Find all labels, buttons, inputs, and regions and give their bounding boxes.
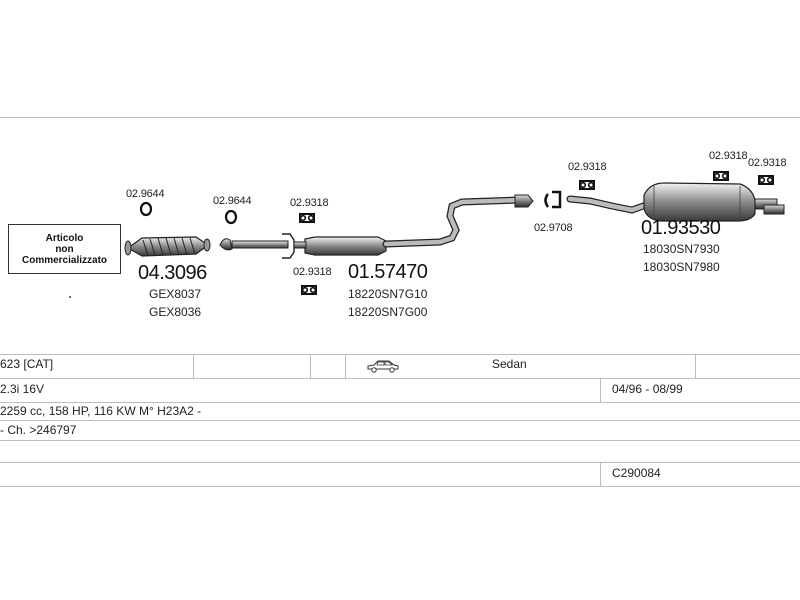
gasket-2-icon[interactable] [224,209,238,225]
table-line-4 [0,420,800,421]
rubber-hanger-5-icon[interactable] [758,175,774,185]
table-line-3 [0,402,800,403]
top-border [0,117,800,118]
row1-divider-3 [345,354,346,378]
sedan-car-icon [366,358,400,379]
badge-line-1: Articolo [45,232,84,244]
rubber-hanger-2-icon[interactable] [301,285,317,295]
body-type-cell: Sedan [492,357,527,371]
rubber-1-code[interactable]: 02.9318 [290,197,329,209]
catalyst-oem-2: GEX8036 [149,305,202,319]
table-line-1 [0,354,800,355]
middle-oem-2: 18220SN7G00 [348,305,428,319]
catalyst-code[interactable]: 04.3096 [138,262,207,284]
rubber-3-code[interactable]: 02.9318 [568,161,607,173]
rear-oem-2: 18030SN7980 [643,260,720,274]
rubber-4-code[interactable]: 02.9318 [709,150,748,162]
gasket-1-icon[interactable] [139,201,153,217]
rear-oem-1: 18030SN7930 [643,242,720,256]
badge-line-2: non [55,243,74,255]
middle-silencer-code[interactable]: 01.57470 [348,261,428,283]
rear-silencer-icon[interactable] [566,182,785,222]
rubber-hanger-4-icon[interactable] [713,171,729,181]
table-line-5 [0,440,800,441]
clamp-icon[interactable] [544,190,562,209]
middle-silencer-icon[interactable] [219,194,534,259]
table-line-2 [0,378,800,379]
row1-divider-4 [695,354,696,378]
gasket-1-code[interactable]: 02.9644 [126,188,165,200]
row2-divider [600,378,601,402]
chassis-cell: - Ch. >246797 [0,423,77,437]
gasket-2-code[interactable]: 02.9644 [213,195,252,207]
engine-cell: 2.3i 16V [0,382,45,396]
middle-oem-1: 18220SN7G10 [348,287,428,301]
table-line-6 [0,462,800,463]
rubber-hanger-3-icon[interactable] [579,180,595,190]
not-sold-badge: Articolo non Commercializzato [8,224,121,274]
badge-line-3: Commercializzato [21,254,108,266]
row1-divider-1 [193,354,194,378]
stray-dot [69,296,71,298]
model-cell: 623 [CAT] [0,357,54,371]
clamp-code[interactable]: 02.9708 [534,222,573,234]
rubber-5-code[interactable]: 02.9318 [748,157,787,169]
exhaust-drawing [69,171,785,298]
catalyst-oem-1: GEX8037 [149,287,202,301]
catalytic-converter-icon[interactable] [124,236,211,257]
years-cell: 04/96 - 08/99 [612,382,683,396]
table-line-7 [0,486,800,487]
row6-divider [600,462,601,486]
exhaust-diagram: Articolo non Commercializzato 02.9644 02… [8,150,787,319]
kit-code-cell[interactable]: C290084 [612,466,661,480]
spec-cell: 2259 cc, 158 HP, 116 KW M° H23A2 - [0,404,202,418]
rubber-hanger-1-icon[interactable] [299,213,315,223]
rear-silencer-code[interactable]: 01.93530 [641,217,721,239]
rubber-2-code[interactable]: 02.9318 [293,266,332,278]
row1-divider-2 [310,354,311,378]
